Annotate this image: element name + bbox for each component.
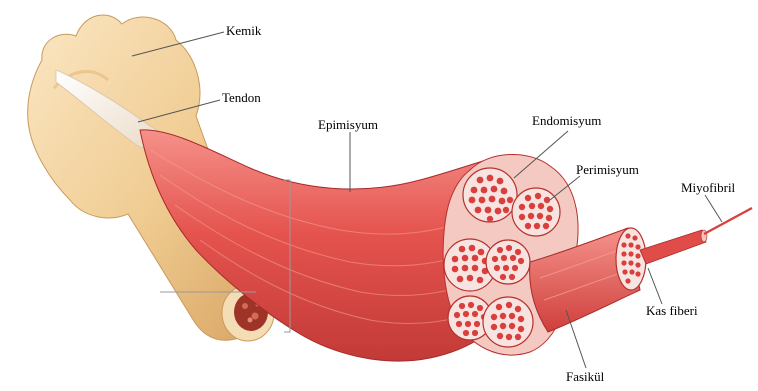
label-kemik: Kemik <box>226 24 261 37</box>
myofibril <box>704 208 752 234</box>
label-miyofibril: Miyofibril <box>681 181 735 194</box>
label-fasikul: Fasikül <box>566 370 604 383</box>
fascicle-2 <box>512 188 560 236</box>
fascicle-1 <box>463 168 517 222</box>
leader-kas-fiberi <box>648 268 662 304</box>
label-epimisyum: Epimisyum <box>318 118 378 131</box>
label-tendon: Tendon <box>222 91 261 104</box>
fascicle-6 <box>483 297 533 347</box>
label-perimisyum: Perimisyum <box>576 163 639 176</box>
leader-miyofibril <box>705 195 722 222</box>
muscle-fiber <box>640 208 752 264</box>
fascicle-4 <box>486 240 530 284</box>
label-endomisyum: Endomisyum <box>532 114 601 127</box>
label-kas-fiberi: Kas fiberi <box>646 304 698 317</box>
